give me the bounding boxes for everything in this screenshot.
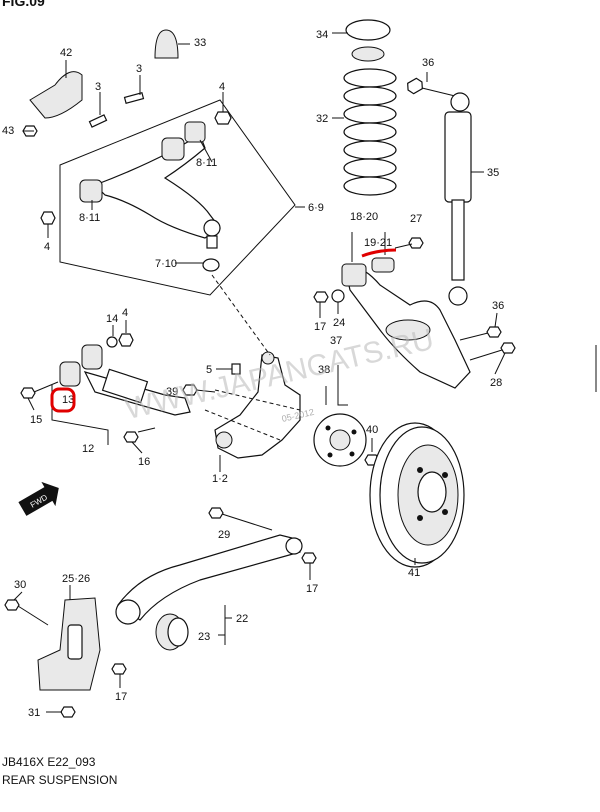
callout-36a: 36 [422,57,434,69]
figure-title: FIG.09 [2,0,45,9]
bolt-15 [20,381,59,399]
callout-3b: 3 [136,63,142,75]
callout-19-21: 19·21 [364,237,392,249]
brake-drum [369,422,465,568]
bolt-3-top [123,75,145,104]
wheel-hub [313,413,367,467]
callout-4b: 4 [44,241,50,253]
callout-17c: 17 [115,691,127,703]
upper-arm-bushing-top [184,121,206,143]
shock-absorber [407,77,472,306]
callout-38: 38 [318,364,330,376]
callout-37: 37 [330,335,342,347]
bolt-16 [123,427,156,443]
callout-28: 28 [490,377,502,389]
callout-5: 5 [206,364,212,376]
nut-31 [60,706,76,718]
bushing-19-21 [371,257,395,273]
upper-arm-bushing-front [79,179,103,203]
callout-27: 27 [410,213,422,225]
callout-16: 16 [138,456,150,468]
upper-arm-bushing-rear [161,137,185,161]
callout-8-11b: 8·11 [79,212,100,224]
nut-17-lower [301,552,317,564]
callout-7-10: 7·10 [155,258,177,270]
callout-43: 43 [2,125,14,137]
callout-17b: 17 [306,583,318,595]
washer-14 [106,336,118,348]
callout-40: 40 [366,424,378,436]
callout-23: 23 [198,631,210,643]
ball-joint-boot [202,258,220,272]
bump-stop-33 [154,29,179,59]
callout-18-20: 18·20 [350,211,378,223]
callout-1-2: 1·2 [212,473,228,485]
bracket-42 [29,71,83,119]
callout-17a: 17 [314,321,326,333]
nut-17-right [313,291,329,303]
nut-4-mid [118,333,134,347]
bolt-27 [394,237,424,249]
callout-4a: 4 [219,81,225,93]
knuckle [214,354,301,459]
callout-15: 15 [30,414,42,426]
lateral-rod-12 [59,344,191,416]
trailing-arm [117,534,301,621]
callout-30: 30 [14,579,26,591]
washer-24 [331,289,345,303]
callout-42: 42 [60,47,72,59]
callout-25-26: 25·26 [62,573,90,585]
callout-35: 35 [487,167,499,179]
bolt-30 [4,599,49,626]
coil-spring [343,19,397,196]
bushing-23 [155,613,189,651]
callout-32: 32 [316,113,328,125]
callout-36b: 36 [492,300,504,312]
callout-29: 29 [218,529,230,541]
callout-labels: 42 43 3 3 4 33 8·11 8·11 4 6·9 7·10 34 3… [2,29,504,719]
callout-22: 22 [236,613,248,625]
callout-12: 12 [82,443,94,455]
callout-leaders [13,130,506,688]
footer-code: JB416X E22_093 [2,755,96,769]
nut-17-bottom [111,663,127,675]
nut-4-left [40,211,56,238]
highlight-underline-19-21 [361,248,397,258]
upper-arm-group-box [59,99,296,296]
bolt-29 [208,507,273,531]
callout-6-9: 6·9 [308,202,324,214]
bracket-12 [51,385,109,445]
callout-33: 33 [194,37,206,49]
bolt-36-lower [459,326,502,341]
callout-4c: 4 [122,307,128,319]
bolt-28 [469,342,516,361]
callout-8-11a: 8·11 [196,157,217,169]
footer-section: REAR SUSPENSION [2,773,117,787]
nut-4-top [214,92,232,125]
callout-24: 24 [333,317,345,329]
callout-13: 13 [62,394,74,406]
callout-14: 14 [106,313,118,325]
callout-34: 34 [316,29,328,41]
highlight-circle-13 [50,387,76,413]
ball-joint [203,219,221,237]
upper-control-arm [93,134,221,239]
callout-41: 41 [408,567,420,579]
bolt-39 [182,384,216,396]
callout-39: 39 [166,386,178,398]
callout-31: 31 [28,707,40,719]
callout-3a: 3 [95,81,101,93]
fwd-arrow-icon: FWD [18,481,59,516]
bolt-3-upper [88,92,108,128]
